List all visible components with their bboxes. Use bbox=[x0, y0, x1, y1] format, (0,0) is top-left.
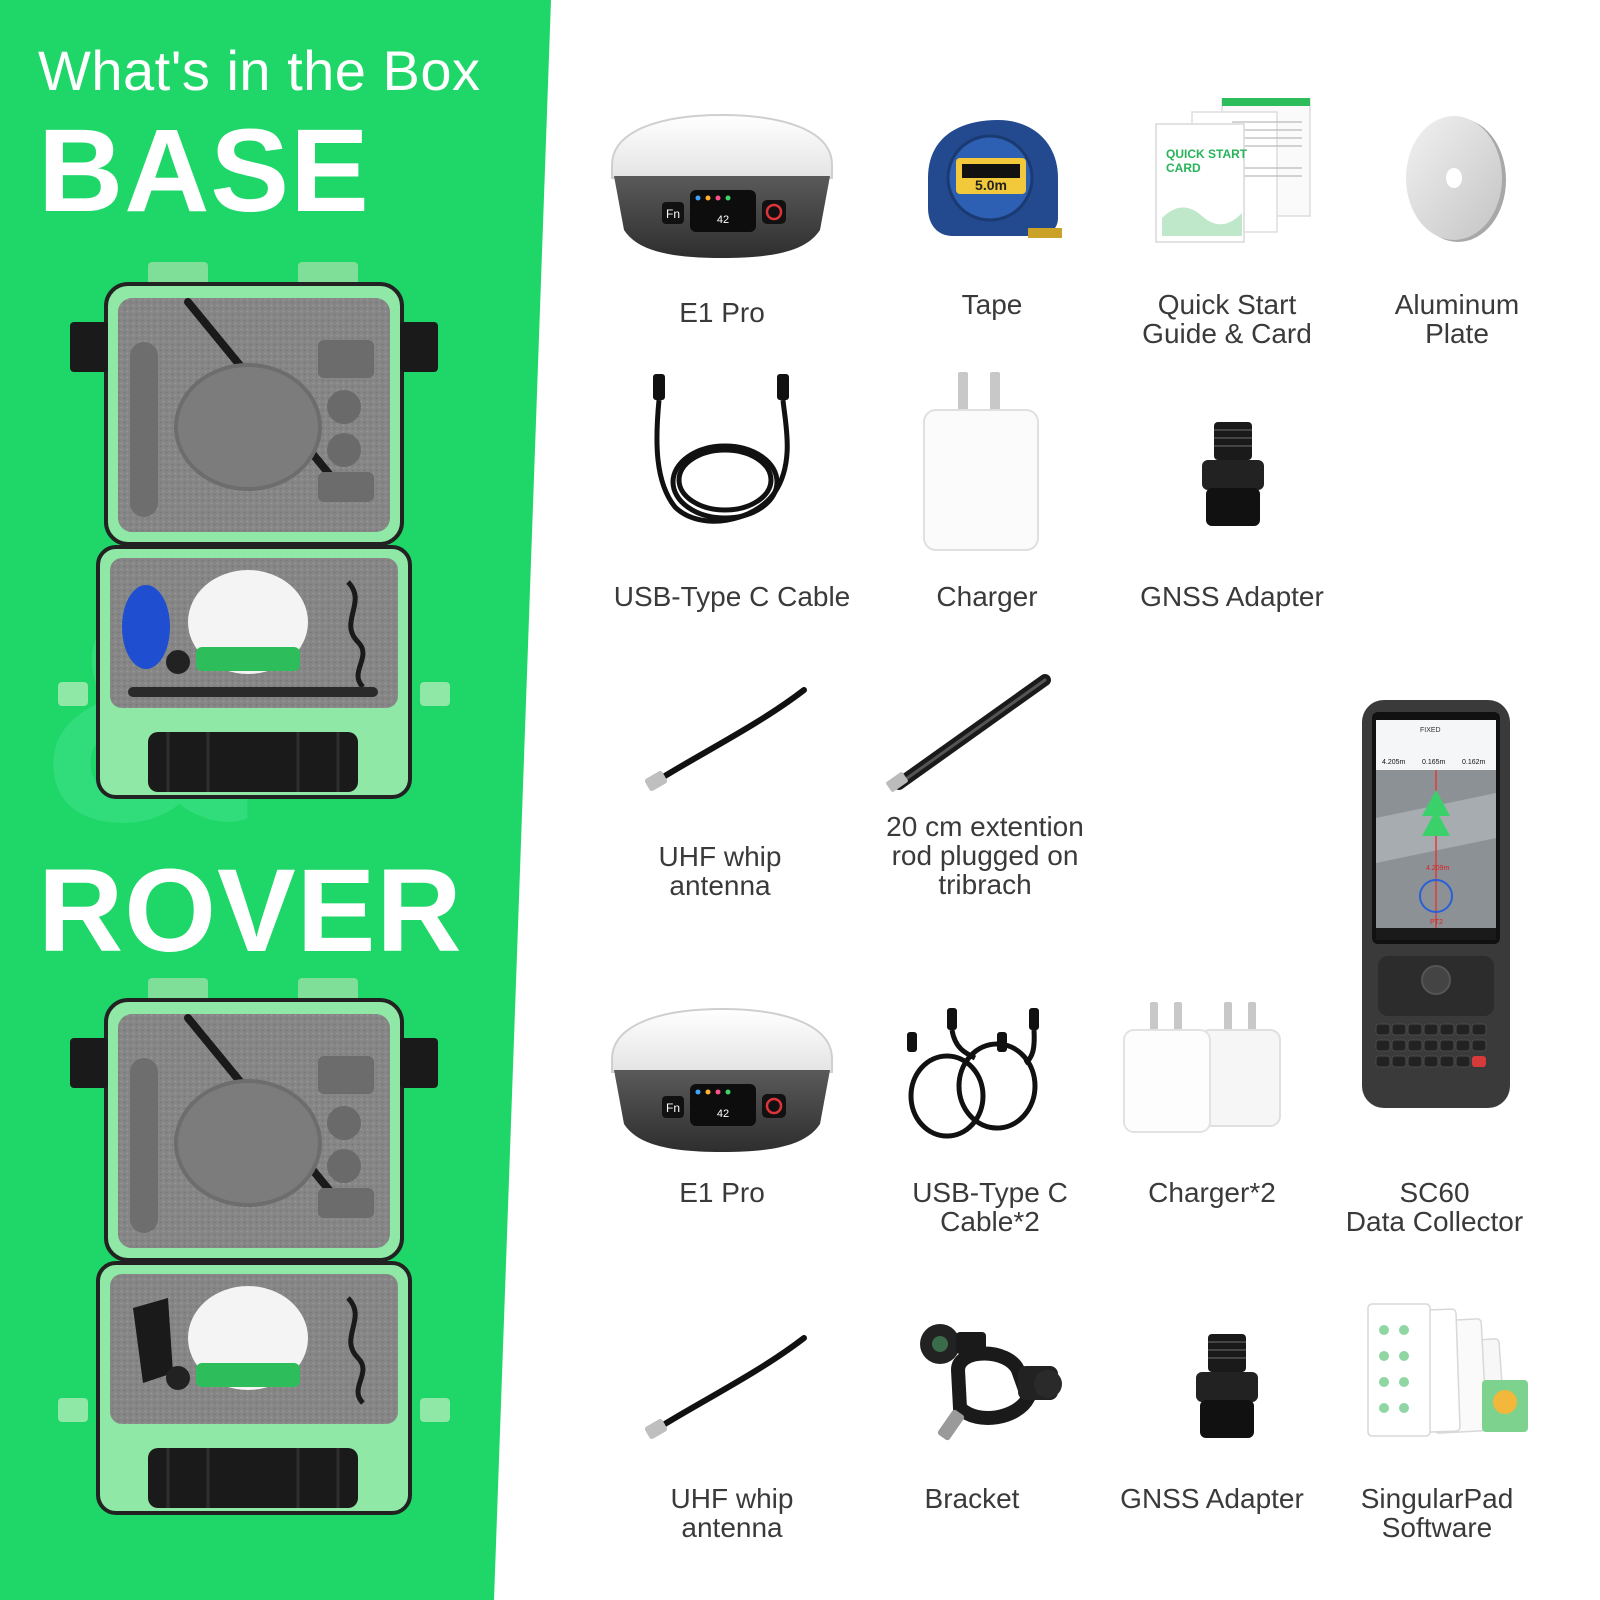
collector-cut-value: 0.162m bbox=[1462, 759, 1486, 766]
base-e1-pro-label: E1 Pro bbox=[679, 297, 765, 328]
base-aluminum-plate-label: Aluminum Plate bbox=[1394, 289, 1520, 349]
svg-text:Fn: Fn bbox=[666, 1101, 680, 1115]
collector-to-left-value: 0.165m bbox=[1422, 759, 1446, 766]
base-tape-label: Tape bbox=[961, 289, 1023, 320]
base-gnss-adapter-icon bbox=[1202, 422, 1264, 526]
base-carry-case-icon bbox=[58, 262, 450, 799]
collector-forwards-value: 4.205m bbox=[1382, 759, 1406, 766]
rover-e1-pro-receiver-icon: Fn 42 bbox=[611, 1007, 833, 1152]
rover-bracket-label: Bracket bbox=[924, 1483, 1020, 1514]
base-receiver-display-reading: 42 bbox=[717, 214, 729, 226]
base-aluminum-plate-icon bbox=[1406, 116, 1506, 242]
rover-gnss-adapter-icon bbox=[1196, 1334, 1258, 1438]
rover-pole-bracket-icon bbox=[920, 1324, 1062, 1441]
rover-chargers-icon bbox=[1123, 1002, 1281, 1133]
base-tape-measure-icon: 5.0m bbox=[928, 120, 1062, 238]
base-heading: BASE bbox=[38, 105, 370, 237]
svg-text:Fn: Fn bbox=[666, 207, 680, 221]
rover-usb-cable-label: USB-Type C Cable*2 bbox=[912, 1177, 1068, 1237]
whats-in-the-box-heading: What's in the Box bbox=[38, 39, 481, 102]
base-gnss-adapter-label: GNSS Adapter bbox=[1140, 581, 1324, 612]
rover-singularpad-software-label: SingularPad Software bbox=[1360, 1483, 1514, 1543]
base-uhf-whip-antenna-label: UHF whip antenna bbox=[658, 841, 782, 901]
base-charger-label: Charger bbox=[936, 581, 1038, 612]
rover-sc60-data-collector-icon: FIXED 4.205m 0.165m 0.162m 4.209m PT2 bbox=[1362, 700, 1510, 1108]
base-extension-rod-label: 20 cm extention rod plugged on tribrach bbox=[886, 811, 1084, 900]
rover-heading: ROVER bbox=[38, 845, 463, 977]
base-charger-icon bbox=[923, 372, 1039, 551]
rover-uhf-whip-antenna-label: UHF whip antenna bbox=[670, 1483, 794, 1543]
rover-carry-case-icon bbox=[58, 978, 450, 1515]
rover-usb-type-c-cables-icon bbox=[907, 1008, 1039, 1139]
base-usb-cable-label: USB-Type C Cable bbox=[613, 581, 851, 612]
collector-status-text: FIXED bbox=[1420, 727, 1441, 734]
rover-charger-label: Charger*2 bbox=[1148, 1177, 1276, 1208]
base-quick-start-guide-label: Quick Start Guide & Card bbox=[1142, 289, 1312, 349]
rover-uhf-whip-antenna-icon bbox=[644, 1335, 807, 1439]
tape-marking-text: 5.0m bbox=[975, 177, 1007, 193]
rover-e1-pro-label: E1 Pro bbox=[679, 1177, 765, 1208]
collector-point-label: PT2 bbox=[1430, 919, 1443, 926]
rover-gnss-adapter-label: GNSS Adapter bbox=[1120, 1483, 1304, 1514]
base-uhf-whip-antenna-icon bbox=[644, 687, 807, 791]
base-usb-type-c-cable-icon bbox=[653, 374, 790, 524]
rover-singularpad-software-icon bbox=[1367, 1303, 1528, 1437]
collector-distance-value: 4.209m bbox=[1426, 865, 1450, 872]
rover-receiver-display-reading: 42 bbox=[717, 1108, 729, 1120]
rover-sc60-data-collector-label: SC60 Data Collector bbox=[1345, 1177, 1524, 1237]
base-e1-pro-receiver-icon: Fn 42 bbox=[611, 113, 833, 258]
base-extension-rod-icon bbox=[886, 674, 1051, 792]
